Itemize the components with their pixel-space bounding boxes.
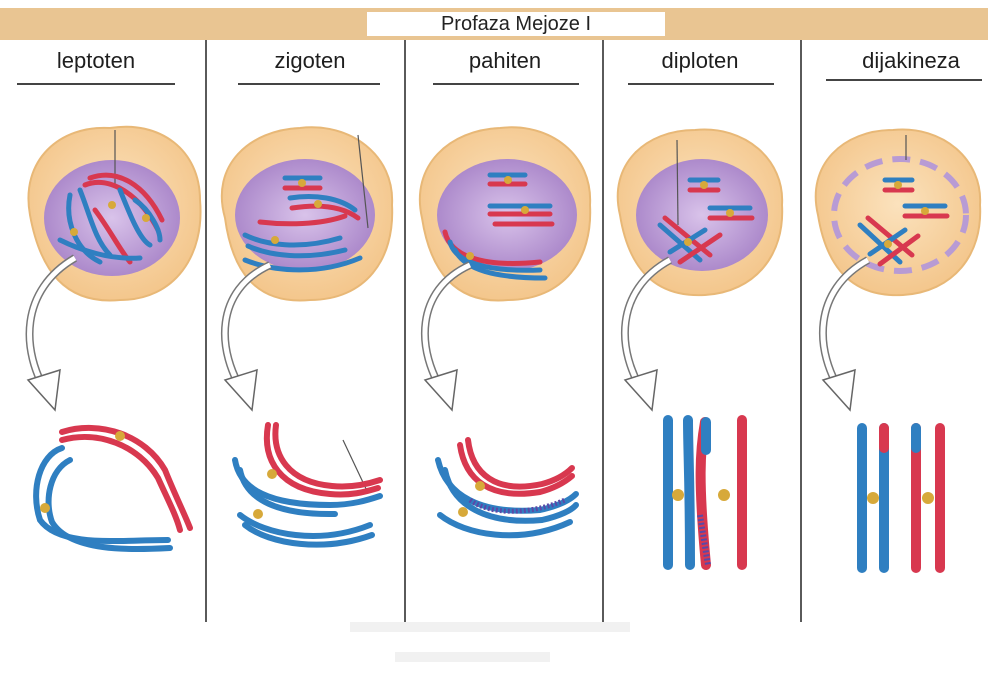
cell-diploten bbox=[618, 130, 782, 565]
cell-pahiten bbox=[420, 127, 590, 535]
cell-zigoten bbox=[222, 127, 392, 544]
cell-dijakineza bbox=[816, 130, 980, 568]
centromere bbox=[115, 431, 125, 441]
centromere bbox=[108, 201, 116, 209]
nucleus bbox=[636, 159, 768, 271]
cell-leptoten bbox=[28, 127, 201, 549]
